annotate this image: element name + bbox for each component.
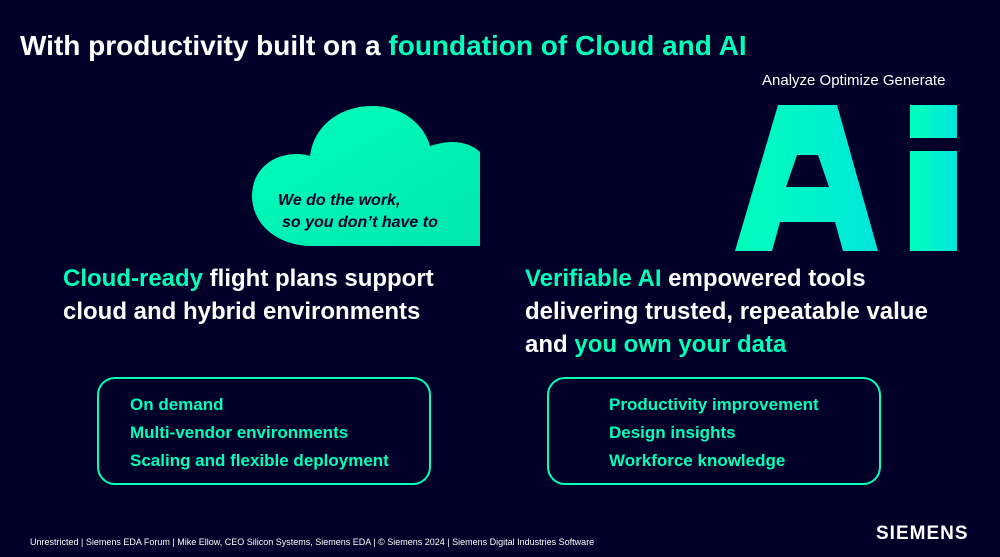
list-item: Productivity improvement [609,395,819,414]
cloud-benefits-box: On demand Multi-vendor environments Scal… [97,377,431,485]
cloud-benefits-list: On demand Multi-vendor environments Scal… [130,391,429,475]
ai-benefits-list: Productivity improvement Design insights… [609,391,879,475]
cloud-line-1: We do the work, [278,192,401,209]
list-item: Design insights [609,423,736,442]
right-headline: Verifiable AI empowered tools delivering… [525,262,928,361]
ai-tagline: Analyze Optimize Generate [762,72,946,89]
title-accent: foundation of Cloud and AI [388,30,747,61]
list-item: On demand [130,395,224,414]
title-part1: With productivity built on a [20,30,389,61]
right-headline-line2: delivering trusted, repeatable value [525,298,928,325]
cloud-text: We do the work, so you don’t have to [262,190,482,234]
ai-benefits-box: Productivity improvement Design insights… [547,377,881,485]
list-item: Multi-vendor environments [130,423,349,442]
left-headline-line2: cloud and hybrid environments [63,298,421,325]
left-headline: Cloud-ready flight plans support cloud a… [63,262,434,328]
footer-text: Unrestricted | Siemens EDA Forum | Mike … [30,537,595,547]
right-headline-accent: Verifiable AI [525,265,662,292]
right-headline-line3-start: and [525,331,575,358]
right-headline-accent2: you own your data [574,331,787,358]
left-headline-accent: Cloud-ready [63,265,204,292]
list-item: Scaling and flexible deployment [130,451,389,470]
slide-title: With productivity built on a foundation … [20,30,747,62]
right-headline-rest: empowered tools [661,265,866,292]
cloud-line-2: so you don’t have to [282,214,438,231]
ai-logo-icon [735,105,957,251]
left-headline-rest: flight plans support [203,265,434,292]
list-item: Workforce knowledge [609,451,786,470]
cloud-icon [252,106,480,246]
siemens-logo: SIEMENS [876,523,969,544]
